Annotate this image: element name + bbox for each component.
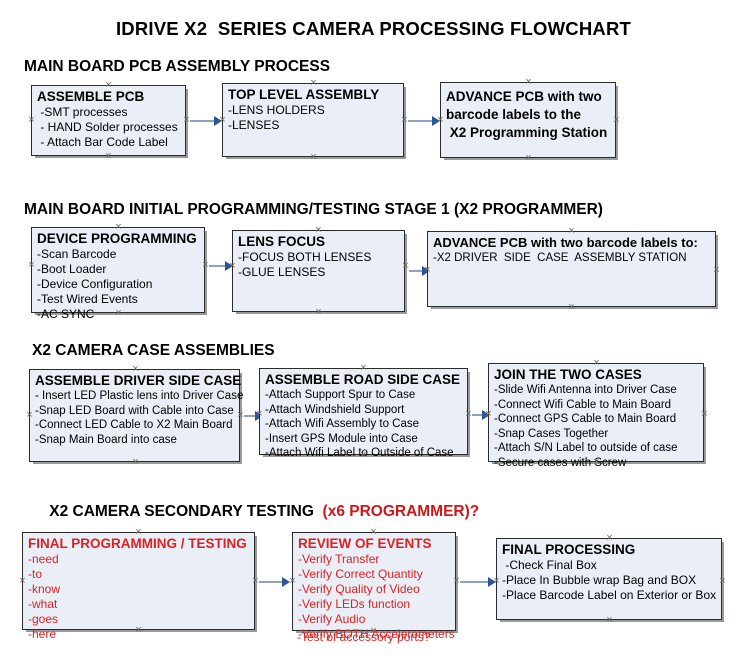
node-assemble-driver-side-case[interactable]: ASSEMBLE DRIVER SIDE CASE - Insert LED P… [29, 369, 244, 462]
node-line: -LENS HOLDERS [228, 103, 325, 117]
connector-line [190, 120, 216, 122]
node-join-the-two-cases[interactable]: JOIN THE TWO CASES -Slide Wifi Antenna i… [488, 363, 704, 469]
node-line: -Verify Quality of Video [298, 582, 420, 596]
page-title: IDRIVE X2 SERIES CAMERA PROCESSING FLOWC… [115, 18, 632, 39]
connector-arrowhead [422, 266, 430, 276]
node-assemble-pcb[interactable]: ASSEMBLE PCB -SMT processes - HAND Solde… [31, 85, 186, 156]
node-line: -AC SYNC [37, 307, 95, 321]
node-line: -Attach Wifi Assembly to Case [265, 418, 420, 430]
node-title: DEVICE PROGRAMMING [37, 231, 197, 246]
node-title: ASSEMBLE ROAD SIDE CASE [265, 372, 461, 387]
node-title: LENS FOCUS [238, 234, 326, 249]
node-line: -Verify Audio [298, 612, 366, 626]
connector-line [409, 270, 424, 272]
node-line: -Attach Wifi Label to Outside of Case [265, 447, 454, 459]
node-title: ADVANCE PCB with two barcode labels to: [433, 235, 698, 250]
node-line: -Snap Cases Together [494, 427, 609, 440]
node-title: TOP LEVEL ASSEMBLY [228, 87, 380, 102]
node-line: X2 Programming Station [446, 125, 608, 140]
node-review-of-events-overflow-line: -Test of accessory ports? [297, 630, 431, 644]
connector-line [460, 581, 490, 583]
node-title: ASSEMBLE DRIVER SIDE CASE [35, 373, 242, 388]
section-heading-accent: (x6 PROGRAMMER)? [322, 503, 480, 520]
node-title: JOIN THE TWO CASES [494, 367, 642, 382]
node-line: -Scan Barcode [37, 247, 117, 261]
node-line: -Attach S/N Label to outside of case [494, 442, 678, 454]
connector-arrowhead [282, 577, 290, 587]
node-advance-pcb-to-driver-side-case-station[interactable]: ADVANCE PCB with two barcode labels to: … [427, 231, 716, 307]
node-line: - HAND Solder processes [37, 120, 178, 134]
node-line: -Connect Wifi Cable to Main Board [494, 398, 672, 411]
node-review-of-events[interactable]: REVIEW OF EVENTS -Verify Transfer -Verif… [292, 532, 456, 641]
connector-arrowhead [214, 116, 222, 126]
connector-line [408, 120, 434, 122]
node-line: -Verify BOTH Accelerometers [298, 627, 455, 641]
node-final-programming-testing[interactable]: FINAL PROGRAMMING / TESTING -need -to -k… [22, 532, 255, 641]
node-line: -know [28, 582, 61, 596]
node-line: -Snap LED Board with Cable into Case [35, 404, 234, 417]
node-line: -goes [28, 612, 59, 626]
node-line: -Slide Wifi Antenna into Driver Case [494, 384, 677, 396]
connector-line [259, 581, 284, 583]
connector-arrowhead [488, 577, 496, 587]
node-line: -Verify Correct Quantity [298, 567, 423, 581]
node-line: -to [28, 567, 43, 581]
connector-arrowhead [432, 116, 440, 126]
section-heading-main-board-pcb-assembly: MAIN BOARD PCB ASSEMBLY PROCESS [24, 58, 331, 75]
node-title: FINAL PROCESSING [502, 542, 636, 557]
node-top-level-assembly[interactable]: TOP LEVEL ASSEMBLY -LENS HOLDERS -LENSES [222, 83, 404, 157]
node-line: -SMT processes [37, 105, 128, 119]
node-title: REVIEW OF EVENTS [298, 536, 432, 551]
node-line: -Connect GPS Cable to Main Board [494, 413, 677, 425]
node-line: -X2 DRIVER SIDE CASE ASSEMBLY STATION [433, 252, 687, 264]
node-line: -Place Barcode Label on Exterior or Box [502, 588, 717, 602]
node-line: -Insert GPS Module into Case [265, 432, 418, 445]
node-line: -FOCUS BOTH LENSES [238, 250, 372, 264]
connector-line [209, 265, 227, 267]
node-lens-focus[interactable]: LENS FOCUS -FOCUS BOTH LENSES -GLUE LENS… [232, 230, 405, 312]
node-line: - Insert LED Plastic lens into Driver Ca… [35, 390, 244, 402]
node-line: -Attach Windshield Support [265, 403, 405, 416]
node-advance-pcb-to-x2-programming-station[interactable]: ADVANCE PCB with two barcode labels to t… [440, 82, 616, 158]
node-line: barcode labels to the [446, 107, 582, 122]
node-device-programming[interactable]: DEVICE PROGRAMMING -Scan Barcode -Boot L… [31, 227, 205, 321]
node-line: -Test Wired Events [37, 292, 138, 306]
node-line: -Check Final Box [502, 558, 597, 572]
node-line: -GLUE LENSES [238, 265, 326, 279]
node-line: -need [28, 552, 59, 566]
node-assemble-road-side-case[interactable]: ASSEMBLE ROAD SIDE CASE -Attach Support … [259, 368, 468, 459]
node-line: -Secure cases with Screw [494, 456, 627, 469]
node-title: ASSEMBLE PCB [37, 89, 145, 104]
node-line: -LENSES [228, 118, 280, 132]
node-line: -here [28, 627, 57, 641]
node-line: -Snap Main Board into case [35, 433, 177, 446]
node-title: FINAL PROGRAMMING / TESTING [28, 536, 247, 551]
connector-arrowhead [225, 261, 233, 271]
connector-arrowhead [482, 410, 490, 420]
node-line: -what [28, 597, 58, 611]
node-line: -Device Configuration [37, 277, 153, 291]
node-line: -Place In Bubble wrap Bag and BOX [502, 573, 697, 587]
connector-line [472, 414, 484, 416]
node-line: -Verify LEDs function [298, 597, 411, 611]
section-heading-x2-camera-case-assemblies: X2 CAMERA CASE ASSEMBLIES [32, 342, 275, 359]
connector-line [244, 415, 257, 417]
node-line: - Attach Bar Code Label [37, 135, 168, 149]
node-line: -Attach Support Spur to Case [265, 389, 416, 401]
section-heading-text: X2 CAMERA SECONDARY TESTING [49, 503, 323, 520]
node-final-processing[interactable]: FINAL PROCESSING -Check Final Box -Place… [496, 538, 722, 620]
section-heading-main-board-initial-programming: MAIN BOARD INITIAL PROGRAMMING/TESTING S… [24, 201, 603, 218]
node-line: ADVANCE PCB with two [446, 89, 602, 104]
node-line: -Verify Transfer [298, 552, 380, 566]
node-line: -Boot Loader [37, 262, 107, 276]
node-line: -Connect LED Cable to X2 Main Board [35, 419, 233, 431]
section-heading-x2-camera-secondary-testing: X2 CAMERA SECONDARY TESTING (x6 PROGRAMM… [32, 485, 479, 539]
